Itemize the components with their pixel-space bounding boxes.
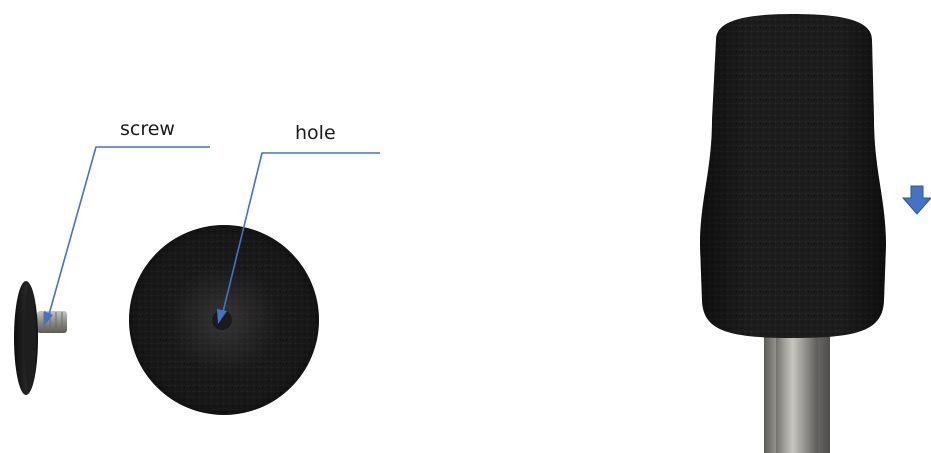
microphone-rod (764, 320, 830, 453)
screw-label: screw (120, 120, 175, 139)
down-arrow-icon (903, 186, 931, 214)
screw-mount (14, 281, 67, 395)
hole-label: hole (295, 124, 336, 143)
mounted-windscreen (700, 14, 886, 338)
foam-ball-windscreen (129, 225, 319, 415)
